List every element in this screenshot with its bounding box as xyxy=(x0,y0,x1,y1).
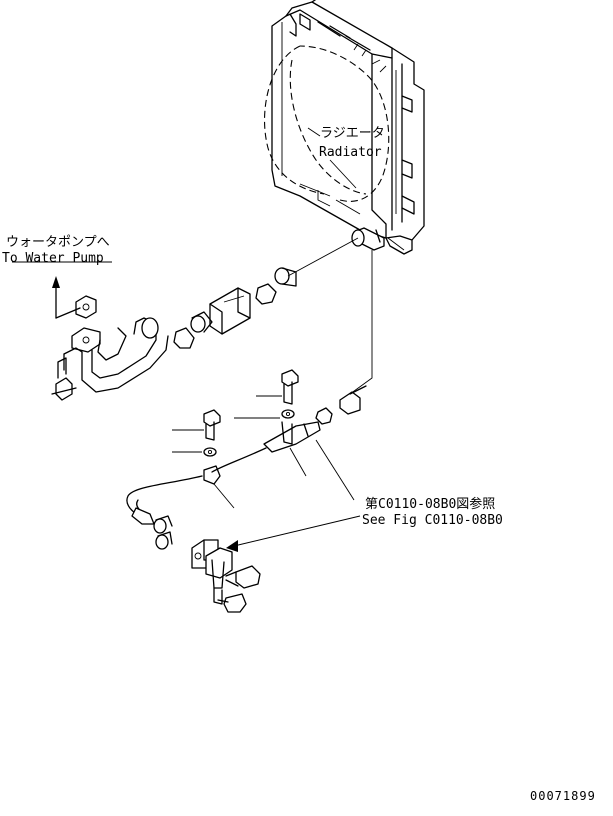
drain-hose xyxy=(126,447,267,517)
reference-label-jp: 第C0110-08B0図参照 xyxy=(365,497,496,512)
pump-label-jp: ウォータポンプへ xyxy=(6,235,110,250)
drain-valve xyxy=(191,539,261,613)
upper-hose-set xyxy=(173,237,359,349)
small-clamps xyxy=(153,515,173,550)
drain-fitting xyxy=(315,385,367,425)
radiator-label-en: Radiator xyxy=(319,145,382,160)
drain-tube xyxy=(349,250,373,395)
pump-label-en: To Water Pump xyxy=(2,251,104,266)
bolt-upper-right xyxy=(281,369,299,419)
tube-clamp-bracket xyxy=(263,421,321,453)
bolt-left xyxy=(203,409,221,485)
radiator-label-jp: ラジエータ xyxy=(320,126,385,141)
to-pump-arrow xyxy=(52,276,81,319)
water-pump-pipe xyxy=(51,295,169,401)
drawing-number: 00071899 xyxy=(530,789,596,803)
reference-label-en: See Fig C0110-08B0 xyxy=(362,513,503,528)
radiator xyxy=(264,0,425,255)
callout-leaders xyxy=(12,127,361,552)
